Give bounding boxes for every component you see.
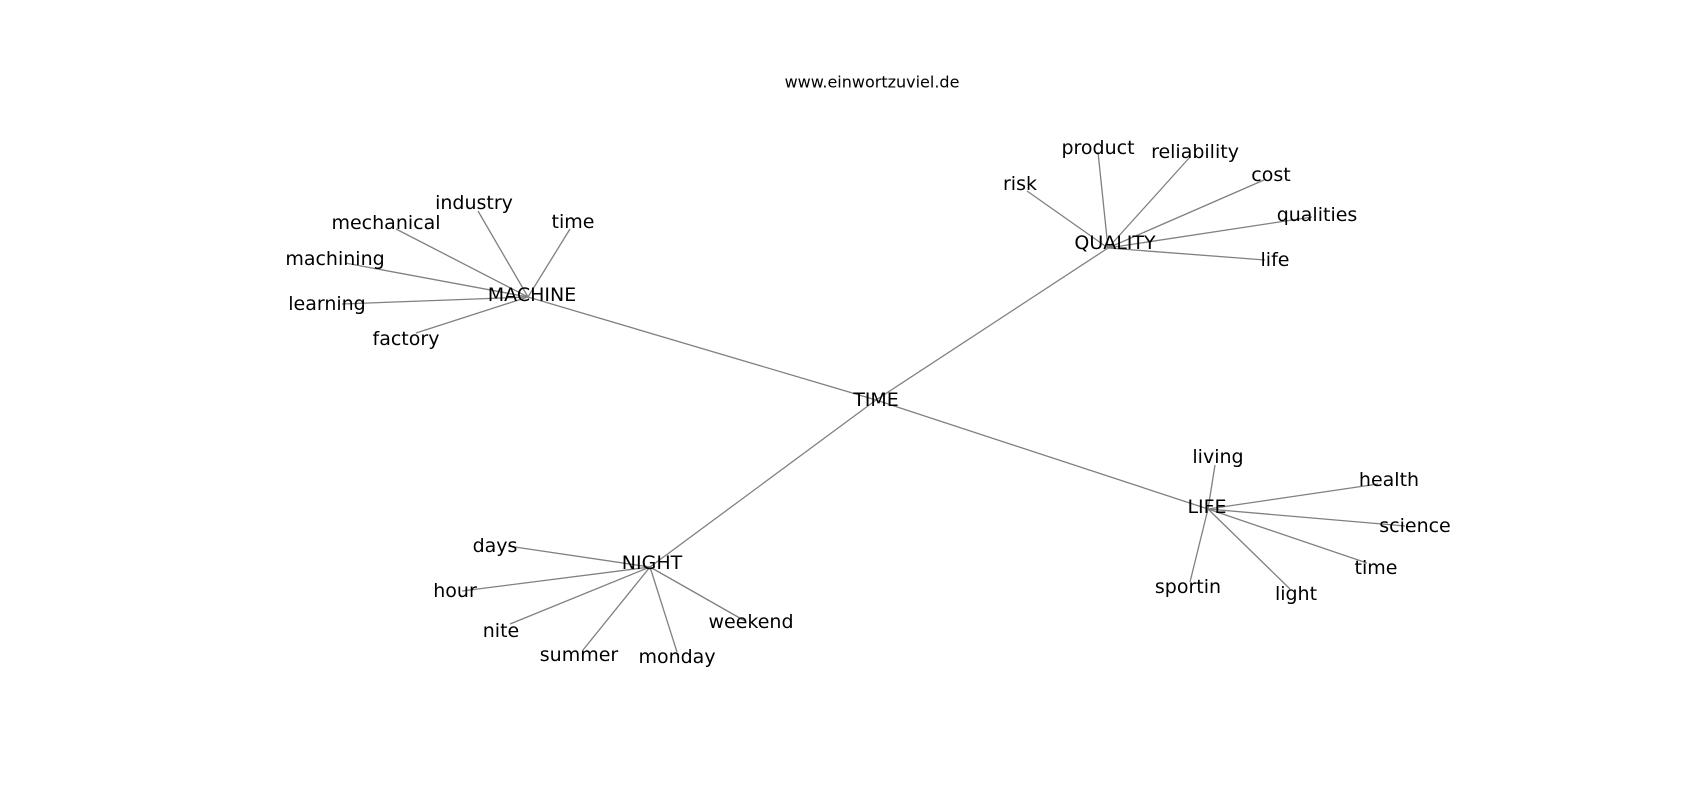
leaf-node-machine-learning: learning [288,293,366,315]
edge-life-living [1207,464,1216,510]
leaf-node-quality-product: product [1061,137,1134,159]
edge-machine-industry [477,210,529,298]
leaf-node-life-health: health [1359,469,1419,491]
hub-node-quality: QUALITY [1074,232,1156,254]
leaf-node-night-days: days [473,535,518,557]
leaf-node-night-nite: nite [483,620,519,642]
credit-text: www.einwortzuviel.de [785,73,960,92]
center-node-label: TIME [852,389,899,411]
edge-life-health [1207,483,1379,510]
edge-night-nite [509,566,651,625]
edge-life-science [1207,508,1406,527]
leaf-node-quality-cost: cost [1251,164,1290,186]
leaf-node-night-summer: summer [540,644,619,666]
hub-node-machine: MACHINE [488,284,576,306]
edge-center-quality [875,247,1109,401]
leaf-node-quality-qualities: qualities [1277,204,1358,226]
edge-night-monday [649,566,678,653]
edges-layer [341,151,1406,653]
leaf-node-machine-mechanical: mechanical [331,212,440,234]
edge-center-life [875,399,1209,510]
edge-quality-cost [1107,179,1265,249]
edge-night-days [507,545,651,568]
edge-machine-machining [344,262,529,298]
edge-machine-mechanical [395,228,529,298]
edge-quality-product [1097,151,1109,249]
edge-night-hour [461,566,651,592]
edge-night-weekend [649,566,746,622]
leaf-node-quality-reliability: reliability [1151,141,1239,163]
leaf-node-quality-risk: risk [1003,173,1037,195]
leaf-node-life-living: living [1192,446,1243,468]
leaf-node-night-hour: hour [433,580,477,602]
leaf-node-life-science: science [1379,515,1451,537]
edge-quality-life [1107,247,1266,261]
leaf-node-machine-industry: industry [435,192,513,214]
edge-life-sportin [1189,508,1209,583]
labels-layer: TIME MACHINE industry time mechanical machini… [285,137,1450,668]
leaf-node-night-weekend: weekend [708,611,793,633]
edge-center-night [649,399,877,568]
leaf-node-night-monday: monday [638,646,715,668]
leaf-node-machine-time: time [552,211,595,233]
hub-node-life: LIFE [1187,496,1226,518]
edge-quality-risk [1026,190,1109,249]
edge-machine-factory [415,296,529,334]
edge-machine-time [527,228,571,298]
edge-life-light [1207,508,1291,590]
edge-center-machine [527,296,877,401]
edge-machine-learning [341,296,529,305]
leaf-node-machine-factory: factory [373,328,440,350]
edge-night-summer [582,566,651,651]
leaf-node-machine-machining: machining [285,248,384,270]
edge-quality-reliability [1107,156,1191,249]
edge-quality-qualities [1107,216,1313,249]
edge-life-time [1207,508,1368,564]
leaf-node-quality-life: life [1261,249,1290,271]
hub-node-night: NIGHT [622,552,683,574]
leaf-node-life-light: light [1275,583,1317,605]
leaf-node-life-time: time [1355,557,1398,579]
leaf-node-life-sportin: sportin [1155,576,1221,598]
